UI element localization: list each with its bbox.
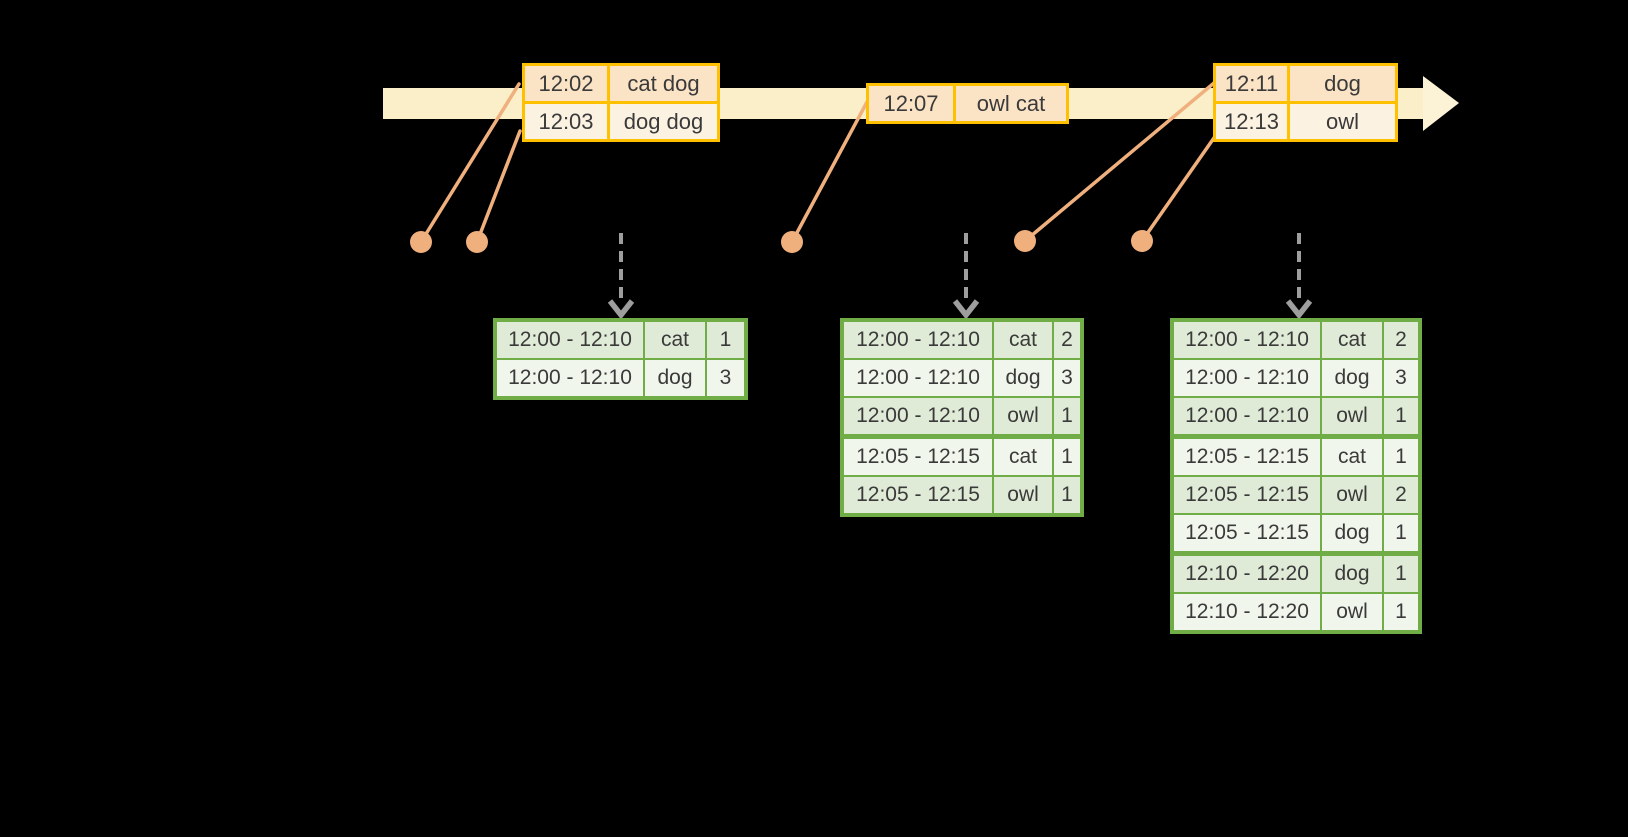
event-link-line-1 — [419, 82, 521, 244]
count-cell: 3 — [1054, 360, 1080, 396]
event-words-cell: owl cat — [956, 86, 1066, 121]
window-cell: 12:10 - 12:20 — [1174, 556, 1320, 592]
window-cell: 12:00 - 12:10 — [844, 360, 992, 396]
event-table-1: 12:02 cat dog 12:03 dog dog — [522, 63, 720, 142]
timeline-arrowhead-icon — [1423, 76, 1459, 131]
count-cell: 1 — [707, 322, 744, 358]
event-time-cell: 12:13 — [1216, 104, 1287, 139]
word-cell: owl — [1322, 594, 1382, 630]
word-cell: owl — [994, 477, 1052, 513]
word-cell: owl — [1322, 398, 1382, 434]
result-row: 12:00 - 12:10 cat 1 — [497, 322, 744, 358]
event-row: 12:11 dog — [1216, 66, 1395, 101]
window-cell: 12:00 - 12:10 — [844, 398, 992, 434]
result-row: 12:10 - 12:20 owl 1 — [1174, 594, 1418, 630]
word-cell: cat — [994, 322, 1052, 358]
word-cell: owl — [1322, 477, 1382, 513]
result-row: 12:05 - 12:15 owl 2 — [1174, 477, 1418, 513]
event-link-line-4 — [1023, 81, 1216, 243]
word-cell: dog — [1322, 360, 1382, 396]
event-row: 12:07 owl cat — [869, 86, 1066, 121]
word-cell: cat — [1322, 439, 1382, 475]
word-cell: dog — [994, 360, 1052, 396]
count-cell: 1 — [1384, 515, 1418, 551]
result-row: 12:00 - 12:10 owl 1 — [844, 398, 1080, 434]
trigger-arrow-3 — [1285, 233, 1313, 320]
event-words-cell: dog — [1290, 66, 1395, 101]
word-cell: dog — [645, 360, 705, 396]
result-row: 12:10 - 12:20 dog 1 — [1174, 556, 1418, 592]
count-cell: 1 — [1054, 439, 1080, 475]
count-cell: 2 — [1384, 322, 1418, 358]
window-cell: 12:00 - 12:10 — [1174, 360, 1320, 396]
count-cell: 1 — [1054, 477, 1080, 513]
window-cell: 12:00 - 12:10 — [1174, 398, 1320, 434]
event-link-line-3 — [790, 100, 869, 244]
event-row: 12:03 dog dog — [525, 104, 717, 139]
word-cell: cat — [645, 322, 705, 358]
result-table-3: 12:00 - 12:10 cat 2 12:00 - 12:10 dog 3 … — [1170, 318, 1422, 634]
event-words-cell: cat dog — [610, 66, 717, 101]
trigger-arrow-1 — [607, 233, 635, 320]
event-dot-4 — [1014, 230, 1036, 252]
word-cell: dog — [1322, 556, 1382, 592]
event-row: 12:13 owl — [1216, 104, 1395, 139]
result-row: 12:00 - 12:10 dog 3 — [1174, 360, 1418, 396]
word-cell: cat — [994, 439, 1052, 475]
event-row: 12:02 cat dog — [525, 66, 717, 101]
count-cell: 1 — [1384, 398, 1418, 434]
event-table-2: 12:07 owl cat — [866, 83, 1069, 124]
result-row: 12:00 - 12:10 dog 3 — [497, 360, 744, 396]
window-cell: 12:10 - 12:20 — [1174, 594, 1320, 630]
event-words-cell: owl — [1290, 104, 1395, 139]
window-cell: 12:05 - 12:15 — [1174, 477, 1320, 513]
result-table-2: 12:00 - 12:10 cat 2 12:00 - 12:10 dog 3 … — [840, 318, 1084, 517]
event-dot-3 — [781, 231, 803, 253]
count-cell: 1 — [1384, 556, 1418, 592]
count-cell: 2 — [1054, 322, 1080, 358]
result-row: 12:05 - 12:15 dog 1 — [1174, 515, 1418, 551]
event-dot-5 — [1131, 230, 1153, 252]
event-time-cell: 12:03 — [525, 104, 607, 139]
count-cell: 3 — [1384, 360, 1418, 396]
event-time-cell: 12:11 — [1216, 66, 1287, 101]
count-cell: 1 — [1384, 439, 1418, 475]
event-dot-1 — [410, 231, 432, 253]
window-cell: 12:00 - 12:10 — [1174, 322, 1320, 358]
result-row: 12:05 - 12:15 cat 1 — [844, 439, 1080, 475]
event-table-3: 12:11 dog 12:13 owl — [1213, 63, 1398, 142]
event-link-line-2 — [475, 129, 522, 244]
result-row: 12:05 - 12:15 cat 1 — [1174, 439, 1418, 475]
event-link-line-5 — [1140, 133, 1218, 243]
result-row: 12:00 - 12:10 cat 2 — [1174, 322, 1418, 358]
window-cell: 12:00 - 12:10 — [844, 322, 992, 358]
window-cell: 12:00 - 12:10 — [497, 360, 643, 396]
word-cell: dog — [1322, 515, 1382, 551]
trigger-arrow-2 — [952, 233, 980, 320]
word-cell: cat — [1322, 322, 1382, 358]
window-cell: 12:05 - 12:15 — [844, 477, 992, 513]
window-cell: 12:05 - 12:15 — [844, 439, 992, 475]
window-cell: 12:05 - 12:15 — [1174, 515, 1320, 551]
event-dot-2 — [466, 231, 488, 253]
event-time-cell: 12:07 — [869, 86, 953, 121]
window-cell: 12:05 - 12:15 — [1174, 439, 1320, 475]
count-cell: 2 — [1384, 477, 1418, 513]
count-cell: 1 — [1054, 398, 1080, 434]
result-row: 12:00 - 12:10 cat 2 — [844, 322, 1080, 358]
result-row: 12:00 - 12:10 dog 3 — [844, 360, 1080, 396]
event-words-cell: dog dog — [610, 104, 717, 139]
window-cell: 12:00 - 12:10 — [497, 322, 643, 358]
result-row: 12:05 - 12:15 owl 1 — [844, 477, 1080, 513]
count-cell: 3 — [707, 360, 744, 396]
event-time-cell: 12:02 — [525, 66, 607, 101]
count-cell: 1 — [1384, 594, 1418, 630]
result-row: 12:00 - 12:10 owl 1 — [1174, 398, 1418, 434]
word-cell: owl — [994, 398, 1052, 434]
result-table-1: 12:00 - 12:10 cat 1 12:00 - 12:10 dog 3 — [493, 318, 748, 400]
